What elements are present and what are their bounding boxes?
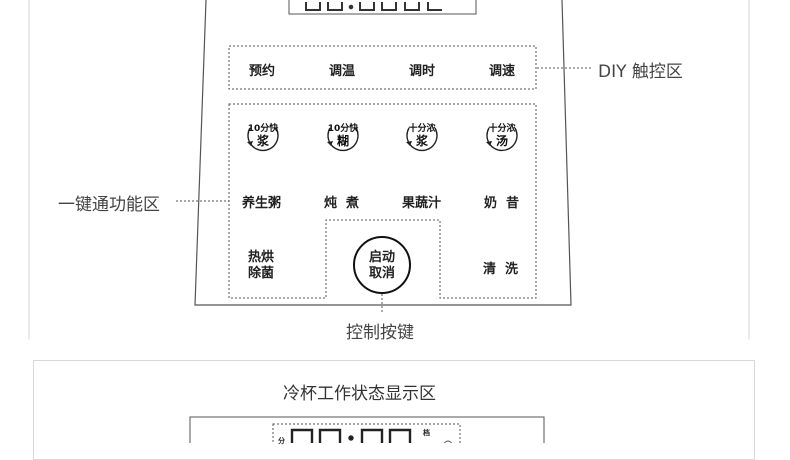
mode-icon-1-top: 10分快 xyxy=(247,124,279,134)
top-display-segments xyxy=(305,2,442,11)
cold-cup-display-card xyxy=(33,360,755,460)
mode-icon-3-top: 十分浓 xyxy=(408,124,436,134)
control-button-callout: 控制按键 xyxy=(346,323,414,343)
diy-button-reserve[interactable]: 预约 xyxy=(249,64,276,79)
mode-label-smoothie[interactable]: 奶 昔 xyxy=(484,196,520,211)
mode-icon-3-bottom: 浆 xyxy=(415,134,428,148)
start-cancel-line1: 启动 xyxy=(369,250,396,265)
device-panel xyxy=(28,0,750,443)
lower-display-segments xyxy=(290,428,412,443)
diy-button-speed[interactable]: 调速 xyxy=(489,64,516,79)
mode-icon-4-top: 十分浓 xyxy=(488,124,516,134)
mode-label-juice[interactable]: 果蔬汁 xyxy=(402,196,442,211)
mode-icon-4-bottom: 汤 xyxy=(495,134,508,148)
wash-button[interactable]: 清 洗 xyxy=(483,262,519,277)
start-cancel-button[interactable]: 启动 取消 xyxy=(369,250,395,282)
lower-display-right-mark: 档 xyxy=(423,429,430,437)
mode-icon-3[interactable]: 十分浓 浆 xyxy=(402,124,442,148)
start-cancel-line2: 取消 xyxy=(369,266,396,281)
hot-bake-line2: 除菌 xyxy=(248,266,275,281)
lower-display-left-mark: 分 xyxy=(278,437,285,445)
cold-cup-title: 冷杯工作状态显示区 xyxy=(283,384,436,404)
hot-bake-sterilize-button[interactable]: 热烘 除菌 xyxy=(248,250,274,282)
mode-icon-1-bottom: 浆 xyxy=(256,134,269,148)
mode-icon-4[interactable]: 十分浓 汤 xyxy=(482,124,522,148)
diy-button-temperature[interactable]: 调温 xyxy=(329,64,356,79)
mode-icon-2-top: 10分快 xyxy=(327,124,359,134)
one-key-zone-callout: 一键通功能区 xyxy=(58,195,160,215)
mode-icon-2-bottom: 糊 xyxy=(336,134,349,148)
mode-icon-1[interactable]: 10分快 浆 xyxy=(243,124,283,148)
diy-zone-callout: DIY 触控区 xyxy=(598,62,683,82)
mode-label-stew[interactable]: 炖 煮 xyxy=(324,196,360,211)
mode-label-porridge[interactable]: 养生粥 xyxy=(242,196,282,211)
hot-bake-line1: 热烘 xyxy=(248,250,275,265)
mode-icon-2[interactable]: 10分快 糊 xyxy=(323,124,363,148)
diy-button-time[interactable]: 调时 xyxy=(409,64,436,79)
